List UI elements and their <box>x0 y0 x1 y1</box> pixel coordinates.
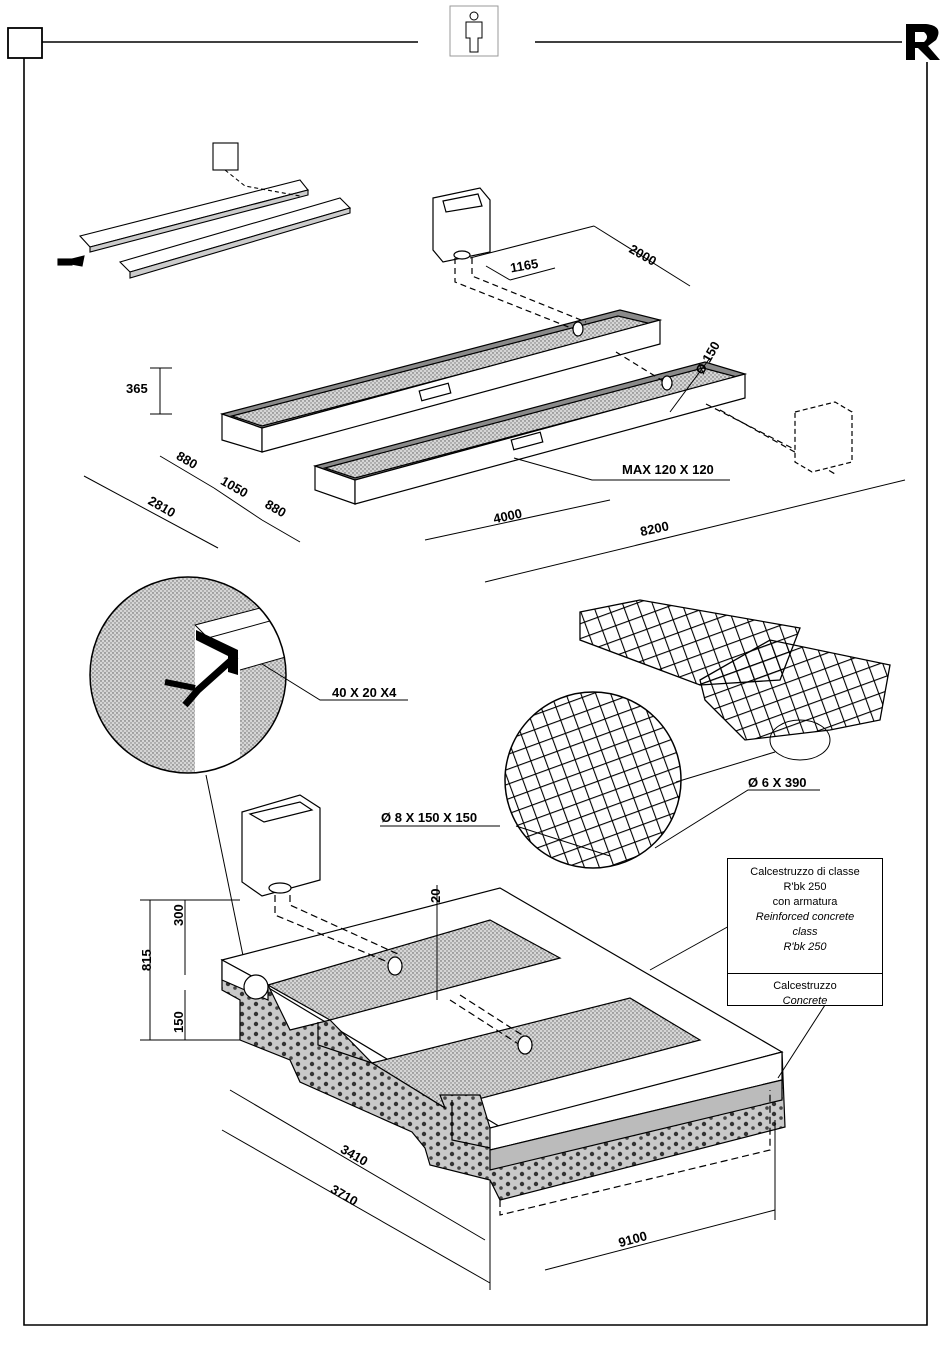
bar6-label: Ø 6 X 390 <box>748 775 807 790</box>
dim-8200-label: 8200 <box>639 518 670 539</box>
legend-line-1: Calcestruzzo di classe <box>728 865 882 880</box>
legend-box: Calcestruzzo di classe R'bk 250 con arma… <box>727 858 883 1006</box>
pit-section <box>222 795 785 1215</box>
legend-line-6: R'bk 250 <box>728 940 882 955</box>
angle-detail <box>80 570 408 980</box>
angle-size-label: 40 X 20 X4 <box>332 685 397 700</box>
dim-300-label: 300 <box>171 904 186 926</box>
legend-concrete: Calcestruzzo Concrete <box>728 974 882 1009</box>
dim-815-label: 815 <box>139 949 154 971</box>
dim-2810-label: 2810 <box>146 493 179 520</box>
dim-1050-label: 1050 <box>218 473 251 500</box>
dim-3710-label: 3710 <box>328 1181 361 1208</box>
legend-line-4: Reinforced concrete <box>728 910 882 925</box>
legend-line-5: class <box>728 925 882 940</box>
dim-3410-label: 3410 <box>338 1141 371 1168</box>
dim-2000-label: 2000 <box>627 241 660 268</box>
legend-reinforced: Calcestruzzo di classe R'bk 250 con arma… <box>728 859 882 974</box>
legend-line-7: Calcestruzzo <box>728 979 882 994</box>
bar8-label: Ø 8 X 150 X 150 <box>381 810 477 825</box>
dim-880a-label: 880 <box>174 448 200 472</box>
person-figure-icon <box>450 6 498 56</box>
dimension-lines-upper <box>84 226 905 582</box>
brand-logo <box>906 24 940 60</box>
dim-150b-label: 150 <box>171 1011 186 1033</box>
legend-line-8: Concrete <box>728 994 882 1009</box>
dim-9100-label: 9100 <box>617 1228 649 1250</box>
pit-plan-upper <box>222 188 852 504</box>
dim-20-label: 20 <box>428 889 443 903</box>
legend-line-2: R'bk 250 <box>728 880 882 895</box>
page-box-icon <box>8 28 42 58</box>
dim-1165-label: 1165 <box>509 256 539 276</box>
dim-365-label: 365 <box>126 381 148 396</box>
legend-line-3: con armatura <box>728 895 882 910</box>
dim-880b-label: 880 <box>262 496 288 520</box>
max-opening-label: MAX 120 X 120 <box>622 462 714 477</box>
overview-sketch <box>58 143 350 278</box>
dim-4000-label: 4000 <box>492 506 523 527</box>
